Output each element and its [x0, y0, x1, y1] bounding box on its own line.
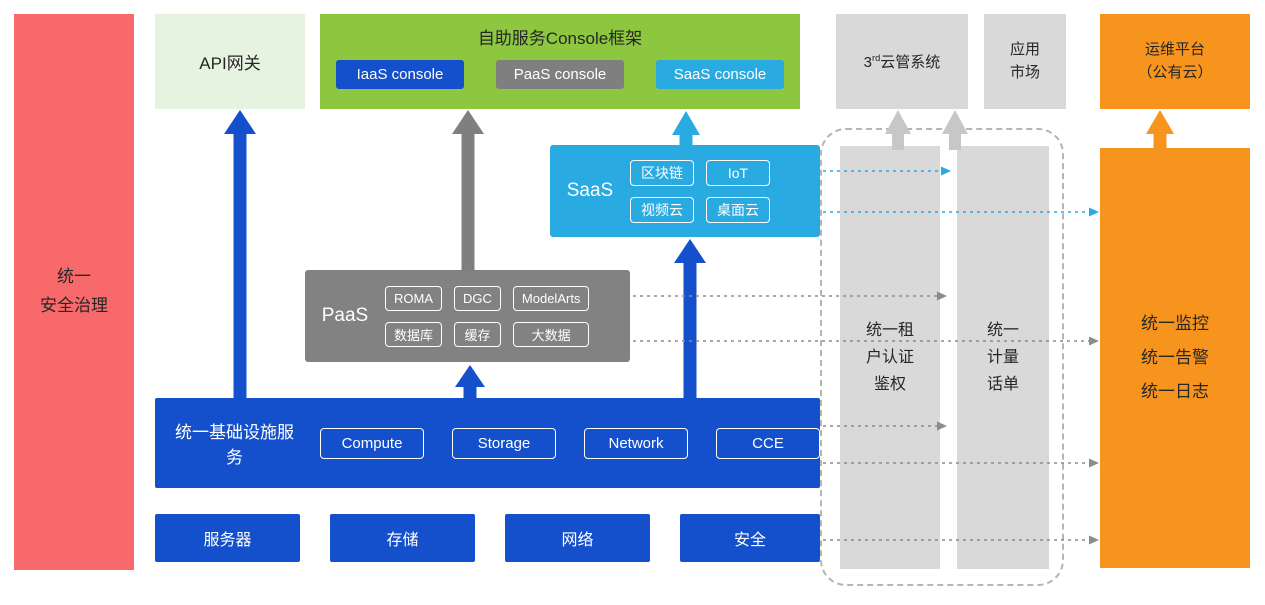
- api-gateway-box: API网关: [155, 14, 305, 109]
- paas-layer: PaaS ROMA DGC ModelArts 数据库 缓存 大数据: [305, 270, 630, 362]
- infrastructure-label: 统一基础设施服务: [175, 423, 294, 467]
- paas-layer-label: PaaS: [321, 305, 369, 326]
- paas-chips: ROMA DGC ModelArts 数据库 缓存 大数据: [385, 285, 590, 347]
- api-gateway-label: API网关: [199, 54, 261, 73]
- arrow-iaas-to-paas: [455, 365, 485, 399]
- monitoring-alarm-log-label: 统一监控 统一告警 统一日志: [1141, 314, 1209, 401]
- saas-chip-blockchain: 区块链: [630, 159, 694, 186]
- metering-bar: 统一 计量 话单: [957, 146, 1049, 569]
- infrastructure-layer: 统一基础设施服务 Compute Storage Network CCE: [155, 398, 820, 488]
- hardware-server-box: 服务器: [155, 514, 300, 562]
- hardware-storage-box: 存储: [330, 514, 475, 562]
- paas-chip-bigdata: 大数据: [512, 321, 590, 347]
- third-party-cloud-mgmt-box: 3rd云管系统: [836, 14, 968, 109]
- app-market-box: 应用 市场: [984, 14, 1066, 109]
- metering-label: 统一 计量 话单: [986, 321, 1019, 394]
- paas-chip-roma: ROMA: [385, 285, 443, 311]
- iaas-chip-storage: Storage: [452, 427, 556, 459]
- monitoring-alarm-log-bar: 统一监控 统一告警 统一日志: [1100, 148, 1250, 568]
- arrow-paas-to-console: [452, 110, 484, 271]
- saas-chip-video-cloud: 视频云: [630, 196, 694, 223]
- infrastructure-chips: Compute Storage Network CCE: [320, 427, 820, 459]
- security-governance-bar: 统一 安全治理: [14, 14, 134, 570]
- console-framework-title: 自助服务Console框架: [477, 29, 643, 48]
- iaas-chip-network: Network: [584, 427, 688, 459]
- iaas-console-badge: IaaS console: [336, 60, 464, 89]
- saas-chip-iot: IoT: [706, 159, 770, 186]
- console-framework-box: 自助服务Console框架 IaaS console PaaS console …: [320, 14, 800, 109]
- paas-chip-cache: 缓存: [454, 321, 501, 347]
- paas-chip-modelarts: ModelArts: [512, 285, 590, 311]
- om-platform-box: 运维平台 （公有云）: [1100, 14, 1250, 109]
- arrow-iaas-to-api-gateway: [224, 110, 256, 399]
- arrow-saas-to-console: [672, 111, 700, 146]
- console-badges: IaaS console PaaS console SaaS console: [336, 60, 784, 89]
- om-platform-label: 运维平台 （公有云）: [1137, 41, 1213, 81]
- arrow-monitor-to-om-platform: [1146, 110, 1174, 149]
- tenant-auth-label: 统一租 户认证 鉴权: [865, 321, 914, 394]
- hardware-security-box: 安全: [680, 514, 820, 562]
- iaas-chip-cce: CCE: [716, 427, 820, 459]
- saas-layer: SaaS 区块链 IoT 视频云 桌面云: [550, 145, 820, 237]
- security-governance-label: 统一 安全治理: [40, 267, 108, 315]
- saas-console-badge: SaaS console: [656, 60, 784, 89]
- paas-chip-database: 数据库: [385, 321, 443, 347]
- saas-chips: 区块链 IoT 视频云 桌面云: [630, 159, 770, 223]
- saas-chip-desktop-cloud: 桌面云: [706, 196, 770, 223]
- paas-chip-dgc: DGC: [454, 285, 501, 311]
- paas-console-badge: PaaS console: [496, 60, 624, 89]
- third-party-cloud-mgmt-label: 3rd云管系统: [863, 53, 941, 71]
- tenant-auth-bar: 统一租 户认证 鉴权: [840, 146, 940, 569]
- saas-layer-label: SaaS: [566, 180, 614, 201]
- hardware-network-box: 网络: [505, 514, 650, 562]
- arrow-iaas-to-saas: [674, 239, 706, 399]
- app-market-label: 应用 市场: [1009, 41, 1040, 81]
- iaas-chip-compute: Compute: [320, 427, 424, 459]
